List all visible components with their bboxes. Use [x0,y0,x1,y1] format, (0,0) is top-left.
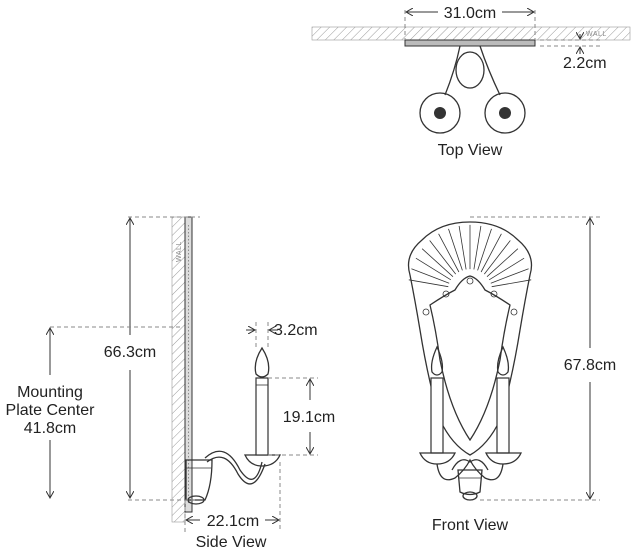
shell-rib [429,240,457,275]
side-arm [204,450,263,480]
front-left-candle [430,377,444,454]
front-view: 67.8cm Front View [407,216,616,534]
shell-rib [490,268,529,284]
shell-rib [411,268,450,284]
front-arms [436,458,504,481]
top-right-cup [484,92,526,134]
top-right-cup-center [499,107,511,119]
top-wall-strip [311,26,631,41]
shell-rib [486,248,519,277]
candle-height-dimension: 19.1cm [283,409,335,426]
shell-rib [473,225,482,270]
shell-rib [488,257,525,281]
shell-rib [438,233,460,273]
extension-dimension: 22.1cm [207,513,259,530]
shell-rib [421,248,454,277]
front-shell-ribs [408,224,532,288]
shell-rib [491,279,532,288]
front-inner-opening [429,275,511,442]
mounting-value: 41.8cm [24,420,76,437]
mounting-label-line1: Mounting [17,384,83,401]
mounting-label-line2: Plate Center [6,402,96,419]
front-view-label: Front View [432,517,509,534]
top-mounting-plate [404,39,536,47]
side-base-cup [185,459,213,501]
shell-rib [415,257,452,281]
side-wall-label: WALL [176,241,183,262]
front-right-candle [496,377,510,454]
top-view: WALL 31.0cm 2.2cm Top View [311,5,631,159]
front-base-cup [457,469,483,496]
top-left-cup [419,92,461,134]
top-view-label: Top View [438,142,503,159]
top-width-dimension: 31.0cm [444,5,496,22]
shell-rib [408,279,449,288]
side-view: WALL 66.3cm Mounting Plate Center 41.8cm [6,216,335,551]
shell-rib [477,228,492,271]
top-depth-dimension: 2.2cm [563,55,607,72]
front-left-flame [430,345,444,376]
shell-rib [458,225,467,270]
top-left-cup-center [434,107,446,119]
shell-rib [480,233,502,273]
side-backplate [184,216,193,513]
side-flame [254,346,270,378]
shell-rib [483,240,511,275]
side-drip-tray [243,454,282,467]
side-height-dimension: 66.3cm [104,344,156,361]
front-right-flame [496,345,510,376]
front-height-dimension: 67.8cm [564,357,616,374]
top-wall-label: WALL [586,31,607,38]
side-candle [255,377,269,456]
shell-rib [448,228,463,271]
side-view-label: Side View [196,534,267,551]
candle-width-dimension: 3.2cm [274,322,318,339]
